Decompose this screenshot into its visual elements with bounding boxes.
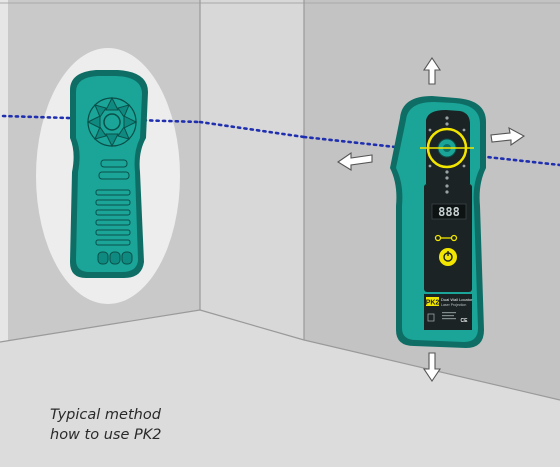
arrow-up-icon	[422, 57, 442, 85]
ce-mark: CE	[461, 318, 469, 324]
pk2-device-front: 888 PK2 Dual Wall Locator Laser Projecti…	[390, 96, 486, 348]
left-wall-front-edge	[0, 0, 8, 342]
pk2-device-back	[70, 70, 148, 278]
display-readout: 888	[438, 205, 460, 219]
arrow-left-icon	[336, 151, 373, 171]
digital-display	[431, 203, 467, 220]
movement-arrows	[336, 57, 526, 382]
caption-line-2: how to use PK2	[50, 427, 162, 443]
power-button	[439, 248, 457, 266]
caption: Typical method how to use PK2	[50, 405, 161, 445]
caption-line-1: Typical method	[50, 407, 161, 423]
device-label-line2: Laser Projection	[441, 303, 466, 307]
arrow-right-icon	[490, 126, 526, 147]
arrow-down-icon	[422, 352, 442, 382]
floor	[0, 310, 560, 467]
back-wall	[200, 0, 304, 340]
device-logo: PK2	[426, 300, 440, 307]
device-label-line1: Dual Wall Locator	[441, 297, 473, 302]
